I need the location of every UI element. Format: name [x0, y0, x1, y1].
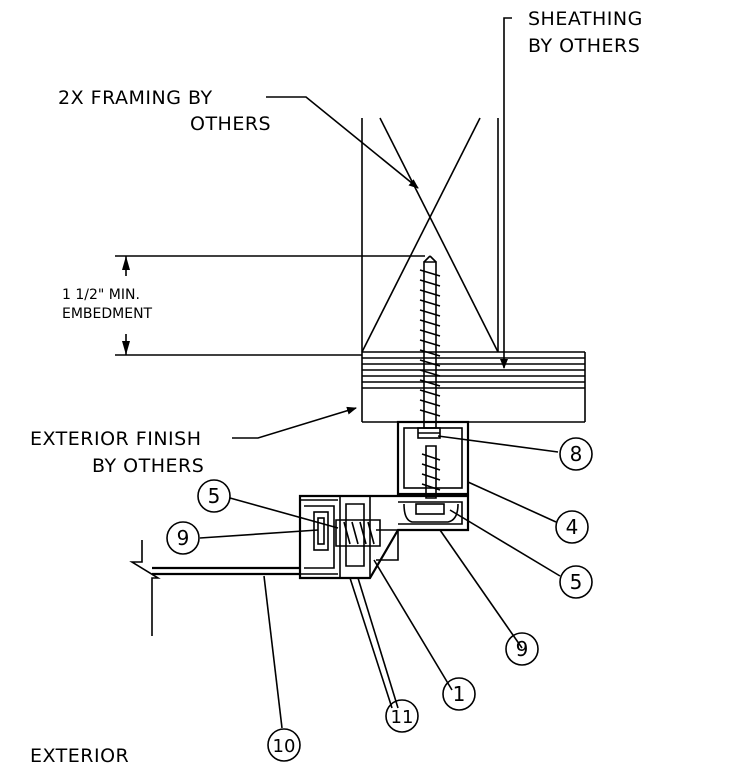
- embedment-dimension: [115, 255, 425, 356]
- exterior-finish-block: [361, 352, 586, 423]
- svg-text:4: 4: [566, 515, 579, 539]
- sheathing-layers: [362, 351, 585, 389]
- annotation-labels: SHEATHING BY OTHERS 2X FRAMING BY OTHERS…: [30, 8, 643, 767]
- callout-10: 10: [267, 728, 301, 762]
- subframe-clip: [396, 420, 470, 499]
- label-finish-line1: EXTERIOR FINISH: [30, 428, 202, 450]
- callout-1: 1: [442, 677, 476, 711]
- svg-text:8: 8: [570, 442, 583, 466]
- label-sheathing-line2: BY OTHERS: [528, 35, 640, 57]
- callout-9-left: 9: [166, 521, 200, 555]
- callout-5-top: 5: [197, 479, 231, 513]
- label-framing-line2: OTHERS: [190, 113, 271, 135]
- label-framing-line1: 2X FRAMING BY: [58, 87, 213, 109]
- anchor-screw: [419, 255, 441, 429]
- svg-text:5: 5: [570, 570, 583, 594]
- svg-text:9: 9: [177, 526, 190, 550]
- svg-text:9: 9: [516, 637, 529, 661]
- frame-extrusion: [298, 494, 470, 580]
- callout-bubbles: 8 5 9 4 5 9 1 11: [166, 437, 593, 762]
- svg-text:1: 1: [453, 682, 466, 706]
- framing-stud: [361, 117, 499, 353]
- infill-panel: [129, 540, 300, 636]
- label-embedment-line2: EMBEDMENT: [62, 306, 153, 322]
- leader-lines: [199, 17, 561, 729]
- callout-9-right: 9: [505, 632, 539, 666]
- callout-5-right: 5: [559, 565, 593, 599]
- callout-4: 4: [555, 510, 589, 544]
- svg-text:10: 10: [273, 736, 296, 757]
- label-embedment-line1: 1 1/2" MIN.: [62, 287, 140, 303]
- svg-text:5: 5: [208, 484, 221, 508]
- callout-11: 11: [385, 699, 419, 733]
- callout-8: 8: [559, 437, 593, 471]
- label-sheathing-line1: SHEATHING: [528, 8, 643, 30]
- label-exterior: EXTERIOR: [30, 745, 129, 767]
- svg-text:11: 11: [391, 707, 414, 728]
- label-finish-line2: BY OTHERS: [92, 455, 204, 477]
